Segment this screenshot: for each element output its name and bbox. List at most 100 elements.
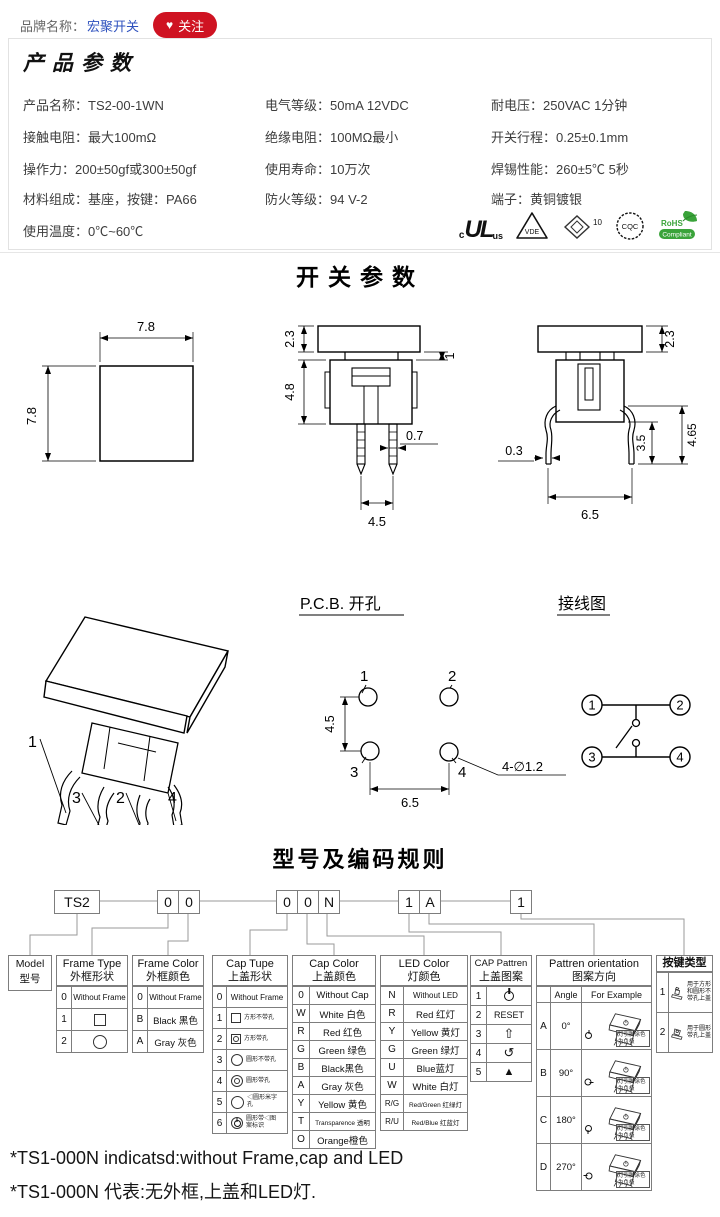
power-icon: [585, 1120, 592, 1138]
frame-type-en: Frame Type: [62, 958, 122, 970]
power-icon: [504, 991, 514, 1001]
code-cell: A: [419, 890, 441, 914]
product-params-card: 产品参数 产品名称：TS2-00-1WN 电气等级：50mA 12VDC 耐电压…: [8, 38, 712, 250]
brand-name-link[interactable]: 宏聚开关: [87, 18, 140, 34]
dim-label: 4.65: [685, 423, 699, 447]
ul-us: us: [492, 231, 503, 241]
plunger-icon: [669, 1013, 686, 1052]
orientation-en: Pattren orientation: [549, 958, 639, 970]
code-cell: N: [318, 890, 340, 914]
square-hole-cap-icon: [231, 1034, 241, 1044]
dim-label: 2.3: [283, 330, 297, 347]
brand-bar: 品牌名称： 宏聚开关 ♥ 关注: [20, 12, 218, 38]
wiring-pin-label: 4: [676, 750, 683, 765]
product-params-title: 产品参数: [23, 50, 139, 75]
orientation-example: 灯引脚涂色为负极: [582, 1097, 651, 1143]
model-cn: 型号: [19, 973, 41, 985]
iso-pin-label: 3: [72, 790, 81, 807]
rohs-label: RoHS: [661, 219, 683, 228]
cap-type-en: Cap Tupe: [226, 958, 274, 970]
side-view-drawing: 2.3 0.3 6.5 3.5 4.65: [498, 325, 699, 522]
wiring-diagram: 接线图 1 2 3 4: [557, 595, 691, 768]
dimension-drawings: 7.8 7.8 2.3 4.8 1: [24, 319, 699, 529]
vde-cert-icon: VDE: [516, 212, 548, 239]
code-box-model: TS2: [54, 890, 100, 914]
code-box-cap: 0 0 N: [276, 890, 340, 914]
led-pin-note: 灯引脚涂色为负极: [616, 1030, 650, 1047]
pcb-pin-label: 4: [458, 764, 466, 781]
triangle-icon: ▲: [503, 1066, 515, 1078]
frame-color-en: Frame Color: [137, 958, 199, 970]
up-arrow-icon: ⇧: [503, 1026, 515, 1041]
table-row: 5▲: [471, 1062, 531, 1081]
ul-cert-icon: c UL us: [459, 216, 503, 244]
dim-label: 1: [443, 352, 457, 359]
table-row: 5◁圆形米字孔: [213, 1091, 287, 1112]
brand-label: 品牌名称：: [20, 18, 86, 34]
follow-button[interactable]: ♥ 关注: [153, 12, 218, 38]
frame-color-cn: 外框颜色: [146, 971, 190, 983]
pcb-title: P.C.B. 开孔: [300, 595, 381, 613]
dim-label: 6.5: [581, 507, 599, 522]
dim-label: 4.5: [323, 715, 337, 732]
orientation-example: 灯引脚涂色为负极: [582, 1003, 651, 1049]
table-row: A 0° 灯引脚涂色为负极: [537, 1002, 651, 1049]
led-pin-note: 灯引脚涂色为负极: [616, 1171, 650, 1188]
round-hole-cap-icon: [231, 1075, 243, 1087]
led-color-en: LED Color: [398, 958, 450, 970]
dim-label: 4.8: [283, 383, 297, 400]
param-cell: 防火等级：94 V-2: [265, 192, 368, 207]
dim-label: 2.3: [663, 330, 677, 347]
front-view-drawing: 2.3 4.8 1 0.7 4.5: [283, 325, 457, 529]
footnote-cn: *TS1-000N 代表:无外框,上盖和LED灯.: [10, 1182, 317, 1202]
square-frame-icon: [93, 1013, 106, 1026]
switch-params-title: 开关参数: [296, 264, 424, 290]
wiring-pin-label: 3: [588, 750, 595, 765]
param-cell: 产品名称：TS2-00-1WN: [23, 98, 164, 113]
table-row: 1: [57, 1008, 127, 1030]
round-power-cap-icon: [231, 1117, 243, 1129]
table-row: 2: [57, 1030, 127, 1052]
code-cell: 1: [398, 890, 420, 914]
table-row: 1: [471, 986, 531, 1005]
code-box-frame: 0 0: [157, 890, 200, 914]
plunger-icon: [669, 973, 686, 1012]
code-box-button: 1: [510, 890, 532, 914]
middle-drawings: 1 3 2 4 P.C.B. 开孔 1 2 3 4 4.5 6.5 4-∅1.2: [28, 595, 691, 825]
table-row: D 270° 灯引脚涂色为负极: [537, 1143, 651, 1190]
follow-label: 关注: [178, 18, 205, 34]
code-cell: 0: [178, 890, 200, 914]
pcb-pin-label: 1: [360, 668, 368, 685]
coding-title: 型号及编码规则: [272, 847, 448, 872]
cap-pattern-cn: 上盖图案: [479, 971, 523, 983]
square-cap-icon: [231, 1013, 241, 1023]
dim-label: 6.5: [401, 795, 419, 810]
ul-letters: UL: [464, 216, 494, 244]
rohs-cert-icon: RoHS Compliant: [659, 211, 698, 239]
table-row: 4↺: [471, 1043, 531, 1062]
code-cell: 0: [297, 890, 319, 914]
table-row: 1 用于方形和圆形不带孔上盖: [657, 972, 712, 1012]
heart-icon: ♥: [166, 18, 174, 32]
certification-icons: c UL us VDE 10 CQC RoHS C: [459, 209, 701, 244]
param-cell: 接触电阻：最大100mΩ: [23, 130, 157, 145]
